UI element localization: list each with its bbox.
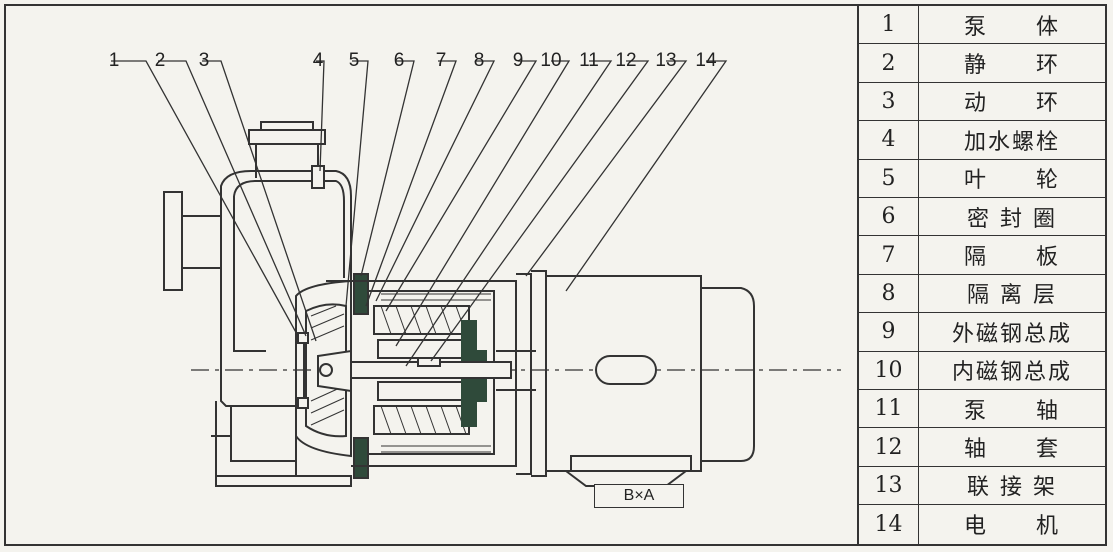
impeller-housing: [295, 279, 352, 458]
callout-13: 13: [655, 50, 677, 71]
callout-4: 4: [312, 50, 324, 71]
callout-3: 3: [198, 50, 210, 71]
drawing-frame: [4, 4, 1107, 546]
callout-11: 11: [579, 50, 599, 71]
motor-terminal: [595, 355, 657, 385]
callout-2: 2: [154, 50, 166, 71]
callout-14: 14: [695, 50, 717, 71]
inlet-flange: [163, 191, 183, 291]
callout-5: 5: [348, 50, 360, 71]
impeller-hub: [317, 349, 352, 393]
filling-bolt: [311, 165, 325, 189]
inner-magnet-bottom: [377, 381, 464, 401]
seal-ring-bottom: [353, 437, 369, 479]
base-foot: [215, 401, 352, 487]
shaft-sleeve: [417, 357, 441, 367]
outlet-flange: [248, 129, 326, 145]
callout-9: 9: [512, 50, 524, 71]
callout-1: 1: [108, 50, 120, 71]
callout-6: 6: [393, 50, 405, 71]
pump-body: [220, 170, 352, 282]
inlet-pipe: [182, 215, 222, 269]
pump-diagram-svg: [111, 60, 841, 487]
view-label: B×A: [594, 484, 684, 508]
outer-magnet-top: [373, 305, 470, 335]
callout-8: 8: [473, 50, 485, 71]
pump-cross-section-drawing: 1 2 3 4 5 6 7 8 9 10 11 12 13 14 B×A: [6, 6, 856, 544]
connecting-frame: [516, 273, 532, 475]
isolation-housing: [351, 280, 517, 467]
callout-10: 10: [540, 50, 562, 71]
callout-7: 7: [435, 50, 447, 71]
outer-magnet-bottom: [373, 405, 470, 435]
inner-magnet-top: [377, 339, 464, 359]
callout-12: 12: [615, 50, 637, 71]
